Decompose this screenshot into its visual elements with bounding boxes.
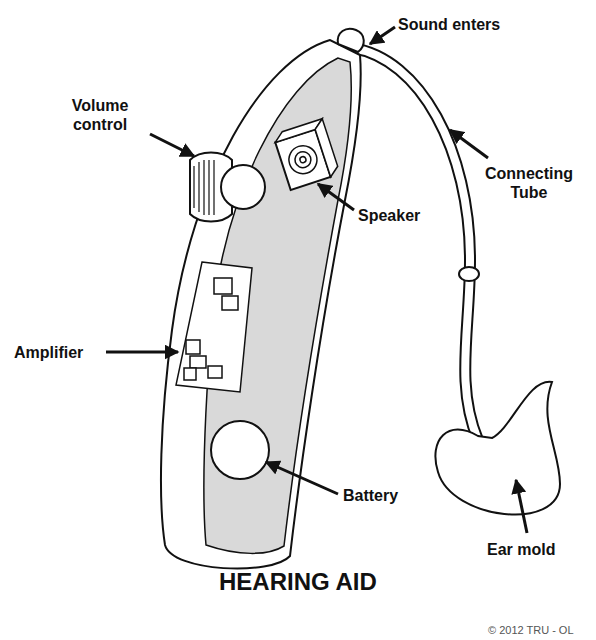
leader-arrows: [106, 27, 527, 533]
part-label: Speaker: [358, 206, 420, 225]
connecting-tube: [352, 48, 478, 440]
part-label: Ear mold: [487, 540, 555, 559]
tube-ring: [459, 267, 479, 281]
volume-knob-face: [221, 165, 265, 209]
part-label: Connecting Tube: [470, 164, 588, 202]
sound-inlet: [338, 29, 364, 52]
hearing-aid-body: [161, 40, 361, 569]
battery: [211, 421, 269, 479]
wheel-knurling: [194, 160, 214, 215]
part-label: Sound enters: [398, 15, 500, 34]
body-face: [204, 58, 351, 553]
diagram-title: HEARING AID: [219, 568, 377, 596]
speaker: [273, 119, 340, 190]
amplifier-board: [176, 262, 252, 392]
part-label: Volume control: [48, 96, 152, 134]
copyright-note: © 2012 TRU - OL: [488, 624, 574, 637]
part-label: Battery: [343, 486, 398, 505]
part-label: Amplifier: [14, 343, 83, 362]
ear-mold: [435, 382, 560, 515]
connecting-tube-inner: [352, 48, 478, 440]
